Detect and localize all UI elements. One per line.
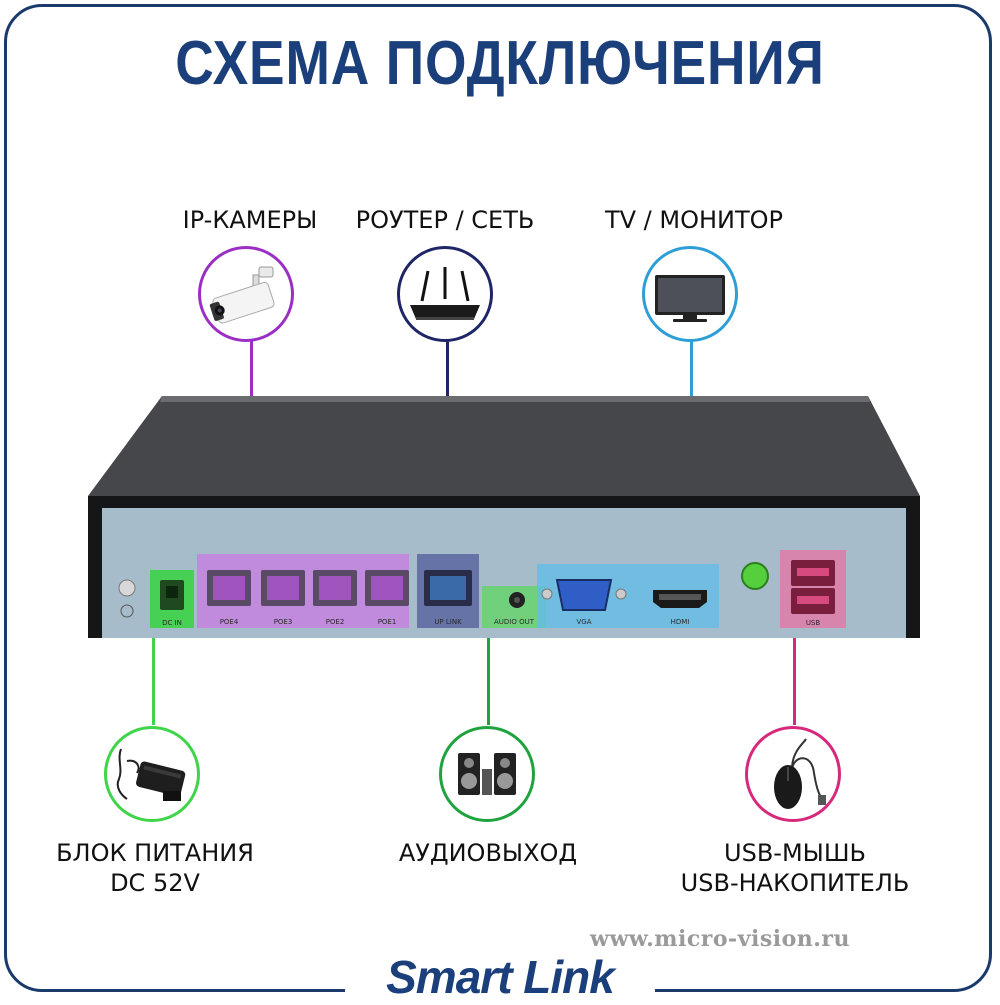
poe1-label: POE1 <box>378 618 397 626</box>
power-line <box>152 625 155 725</box>
usb-label: USB <box>806 619 821 627</box>
dc-in-label: DC IN <box>162 619 182 627</box>
poe4-label: POE4 <box>220 618 239 626</box>
page-title: СХЕМА ПОДКЛЮЧЕНИЯ <box>175 29 825 98</box>
usb-circle <box>745 726 841 822</box>
audio-label: АУДИОВЫХОД <box>398 839 578 867</box>
camera-circle <box>198 246 294 342</box>
website-url[interactable]: www.micro-vision.ru <box>590 926 850 952</box>
ground-screw <box>118 579 136 597</box>
router-icon <box>410 267 480 320</box>
mouse-icon <box>774 738 826 809</box>
poe-ports <box>207 570 409 606</box>
ip-camera-icon <box>209 266 275 324</box>
power-circle <box>104 726 200 822</box>
reset-button <box>741 562 769 590</box>
power-label-line1: БЛОК ПИТАНИЯ <box>56 839 254 867</box>
vga-label: VGA <box>576 618 591 626</box>
power-label-line2: DC 52V <box>110 869 200 897</box>
nvr-top-cover <box>88 396 920 496</box>
audio-circle <box>439 726 535 822</box>
power-label: БЛОК ПИТАНИЯ DC 52V <box>40 838 270 898</box>
speakers-icon <box>458 753 516 795</box>
router-label: РОУТЕР / СЕТЬ <box>355 206 535 234</box>
nvr-device: DC IN POE4 POE3 POE2 POE1 UP LINK AUDIO … <box>88 396 920 638</box>
hdmi-label: HDMI <box>671 618 690 626</box>
tv-monitor-icon <box>655 275 725 322</box>
usb-line <box>793 630 796 725</box>
audio-line <box>487 600 490 725</box>
power-adapter-icon <box>116 748 186 801</box>
monitor-circle <box>642 246 738 342</box>
usb-label-line1: USB-МЫШЬ <box>724 839 866 867</box>
monitor-label: TV / МОНИТОР <box>604 206 784 234</box>
poe3-label: POE3 <box>274 618 293 626</box>
usb-label-line2: USB-НАКОПИТЕЛЬ <box>680 869 910 897</box>
brand-logo: Smart Link <box>386 951 615 1003</box>
audio-out-label: AUDIO OUT <box>494 618 535 626</box>
poe2-label: POE2 <box>326 618 345 626</box>
cameras-label: IP-КАМЕРЫ <box>182 206 318 234</box>
usb-device-label: USB-МЫШЬ USB-НАКОПИТЕЛЬ <box>650 838 940 898</box>
uplink-label: UP LINK <box>434 618 462 626</box>
router-circle <box>397 246 493 342</box>
vga-port <box>555 579 613 611</box>
